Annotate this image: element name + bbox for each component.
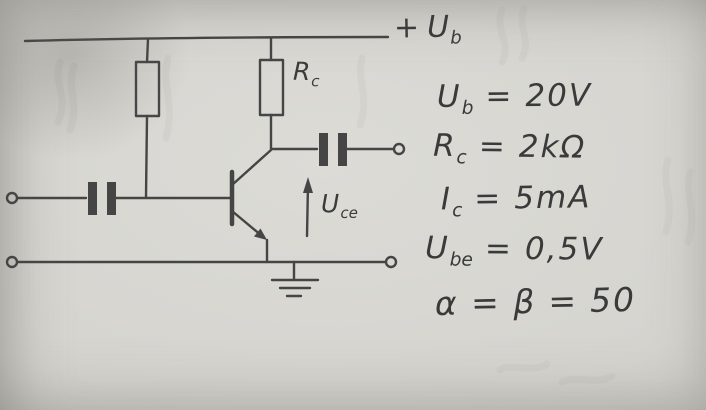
collector-resistor [258,36,285,151]
param-symbol-main: U [424,230,450,267]
capacitor-plate [338,133,347,166]
param-symbol-main: α = β [434,281,537,324]
input-terminal [5,191,19,205]
paper-smudges [54,4,696,386]
emitter-arrowhead [254,228,267,240]
capacitor-plate [88,182,97,215]
ground-symbol [270,260,320,298]
output-coupling-capacitor [269,133,395,166]
equals-sign: = [485,78,514,115]
param-value: 50 [589,279,637,320]
bottom-rail [5,255,398,269]
parameter-list: Ub = 20V Rc = 2kΩ Ic = 5mA Ube = 0,5V α … [425,78,636,333]
uce-symbol: U [320,188,341,219]
param-row-rc: Rc = 2kΩ [433,128,637,181]
supply-voltage-label: +Ub [394,9,462,49]
param-symbol: α = β [434,282,536,328]
supply-rail [23,35,390,43]
plus-sign: + [393,10,421,46]
param-value: 20V [525,77,593,115]
supply-symbol: U [426,9,451,46]
param-value: 5mA [514,179,592,217]
emitter-lead [230,209,264,238]
uce-voltage-label: Uce [321,189,358,223]
param-row-ub: Ub = 20V [437,77,637,130]
equals-sign: = [474,180,503,217]
output-terminal [392,142,406,156]
collector-lead [230,148,273,187]
param-row-alpha-beta: α = β = 50 [434,280,636,335]
collector-resistor-label: Rc [293,57,320,90]
input-coupling-capacitor [15,182,232,215]
supply-subscript: b [450,27,462,49]
bottom-left-terminal [5,255,19,269]
uce-arrow [303,177,313,238]
param-symbol-main: R [432,127,457,165]
uce-subscript: ce [340,203,359,222]
param-symbol: Rc [433,128,467,169]
capacitor-plate [319,133,328,166]
capacitor-plate [107,182,116,215]
npn-transistor [229,148,273,264]
param-symbol: Ube [425,230,473,271]
param-symbol-main: I [440,181,453,218]
param-symbol: Ic [441,181,463,221]
param-symbol-sub: c [452,200,463,222]
param-symbol-main: U [436,78,462,115]
param-value: 0,5V [524,230,604,268]
param-symbol: Ub [437,79,474,120]
bottom-right-terminal [384,255,398,269]
param-value: 2kΩ [518,128,587,166]
equals-sign: = [478,128,508,165]
bias-resistor [134,37,161,199]
param-row-ube: Ube = 0,5V [425,230,637,283]
rc-subscript: c [311,72,320,91]
param-symbol-sub: b [461,97,474,119]
rc-symbol: R [292,56,312,87]
param-symbol-sub: be [449,249,474,271]
equals-sign: = [547,281,579,321]
equals-sign: = [484,230,514,267]
param-symbol-sub: c [456,147,467,169]
param-row-ic: Ic = 5mA [441,179,637,233]
